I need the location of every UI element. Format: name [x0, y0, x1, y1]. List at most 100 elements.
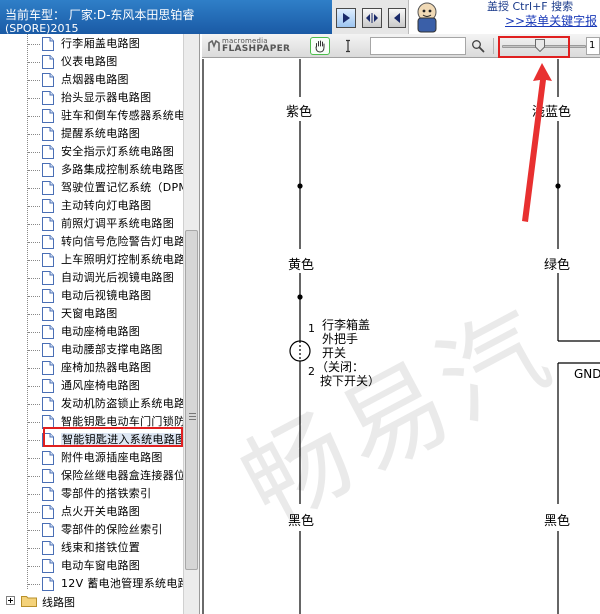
find-text-input[interactable] [370, 37, 466, 55]
tree-item[interactable]: 电动车窗电路图 [0, 557, 183, 575]
tree-branch-line [28, 260, 40, 261]
tree-item[interactable]: 自动调光后视镜电路图 [0, 269, 183, 287]
tree-item[interactable]: 通风座椅电路图 [0, 377, 183, 395]
tree-branch-line [28, 368, 40, 369]
tree-scrollbar[interactable] [183, 34, 199, 614]
folder-icon [21, 596, 37, 607]
document-icon [42, 379, 54, 393]
tree-branch-line [28, 224, 40, 225]
tree-item[interactable]: 智能钥匙进入系统电路图 [0, 431, 188, 449]
tree-branch-line [28, 314, 40, 315]
banner-menu-link[interactable]: >>菜单关键字报 [505, 14, 598, 28]
document-icon [42, 415, 54, 429]
zoom-value-box[interactable]: 1 [586, 37, 600, 55]
tree-item[interactable]: 电动后视镜电路图 [0, 287, 183, 305]
tree-item-label: 多路集成控制系统电路图 [61, 163, 186, 176]
tree-item[interactable]: 发动机防盗锁止系统电路 [0, 395, 186, 413]
tree-item[interactable]: 上车照明灯控制系统电路 [0, 251, 186, 269]
diagram-viewport[interactable]: 畅易汽 紫色 黄色 黑色 浅蓝色 绿色 黑色 1 2 行李箱盖 外把手 开关 （… [202, 59, 600, 614]
annotation-arrow [522, 63, 552, 222]
scroll-grip-icon [189, 413, 196, 421]
flashpaper-logo: macromedia FLASHPAPER [208, 37, 300, 56]
tree-item-label: 发动机防盗锁止系统电路 [61, 397, 186, 410]
pin-number-1: 1 [308, 322, 315, 335]
fit-width-button[interactable] [362, 8, 382, 28]
tree-item-label: 附件电源插座电路图 [61, 451, 163, 464]
tree-item-label: 提醒系统电路图 [61, 127, 141, 140]
tree-item[interactable]: 仪表电路图 [0, 53, 183, 71]
tree-item[interactable]: 点烟器电路图 [0, 71, 183, 89]
tree-item[interactable]: 抬头显示器电路图 [0, 89, 183, 107]
document-icon [42, 343, 54, 357]
tree-item[interactable]: 零部件的保险丝索引 [0, 521, 183, 539]
document-icon [42, 289, 54, 303]
tree-item[interactable]: 零部件的搭铁索引 [0, 485, 183, 503]
tree-item[interactable]: 电动腰部支撑电路图 [0, 341, 183, 359]
zoom-slider-handle[interactable] [535, 39, 545, 52]
tree-item[interactable]: 线束和搭铁位置 [0, 539, 183, 557]
document-icon [42, 163, 54, 177]
tree-item-label: 点火开关电路图 [61, 505, 141, 518]
tree-item[interactable]: 多路集成控制系统电路图 [0, 161, 186, 179]
macromedia-logo-icon [208, 40, 220, 51]
hand-tool-button[interactable] [310, 37, 330, 55]
header-title-bar [0, 0, 332, 34]
document-icon [42, 55, 54, 69]
tree-item[interactable]: 安全指示灯系统电路图 [0, 143, 183, 161]
expand-plus-icon[interactable] [6, 596, 15, 605]
tree-item[interactable]: 驻车和倒车传感器系统电 [0, 107, 185, 125]
tree-item-label: 座椅加热器电路图 [61, 361, 152, 374]
collapse-button[interactable] [388, 8, 406, 28]
tree-item-label: 保险丝继电器盒连接器位 [61, 469, 186, 482]
tree-branch-line [28, 188, 40, 189]
tree-item-label: 上车照明灯控制系统电路 [61, 253, 186, 266]
find-button[interactable] [468, 37, 488, 55]
tree-item[interactable]: 提醒系统电路图 [0, 125, 183, 143]
switch-label-line4: （关闭： [316, 360, 365, 374]
tree-branch-line [28, 458, 40, 459]
tree-item[interactable]: 行李厢盖电路图 [0, 35, 183, 53]
tree-branch-line [28, 512, 40, 513]
wire-label-black-left: 黑色 [288, 514, 315, 529]
switch-label-line1: 行李箱盖 [322, 318, 371, 332]
tree-item[interactable]: 点火开关电路图 [0, 503, 183, 521]
tree-item[interactable]: 座椅加热器电路图 [0, 359, 183, 377]
tree-branch-line [28, 134, 40, 135]
tree-item[interactable]: 转向信号危险警告灯电路 [0, 233, 185, 251]
document-icon [42, 271, 54, 285]
text-select-button[interactable] [338, 37, 358, 55]
tree-item[interactable]: 主动转向灯电路图 [0, 197, 183, 215]
tree-folder-wiring[interactable]: 线路图 [0, 592, 183, 610]
play-button[interactable] [336, 8, 356, 28]
document-icon [42, 325, 54, 339]
tree-item-label: 电动腰部支撑电路图 [61, 343, 163, 356]
tree-item[interactable]: 智能钥匙电动车门门锁防 [0, 413, 185, 431]
wire-label-yellow: 黄色 [288, 258, 315, 273]
wire-label-purple: 紫色 [286, 105, 313, 120]
wire-label-black-right: 黑色 [544, 514, 571, 529]
tree-branch-line [28, 278, 40, 279]
circuit-tree-panel: 行李厢盖电路图仪表电路图点烟器电路图抬头显示器电路图驻车和倒车传感器系统电提醒系… [0, 34, 200, 614]
tree-item-label: 前照灯调平系统电路图 [61, 217, 174, 230]
tree-item[interactable]: 驾驶位置记忆系统（DPM [0, 179, 188, 197]
tree-item-label: 自动调光后视镜电路图 [61, 271, 174, 284]
wire-label-green: 绿色 [544, 258, 571, 273]
tree-item-label: 电动座椅电路图 [61, 325, 141, 338]
tree-branch-line [28, 404, 40, 405]
tree-item-label: 抬头显示器电路图 [61, 91, 152, 104]
document-icon [42, 559, 54, 573]
zoom-slider[interactable] [502, 38, 586, 54]
switch-label-line5: 按下开关） [320, 374, 381, 388]
tree-item[interactable]: 12V 蓄电池管理系统电路 [0, 575, 189, 593]
tree-item-label: 主动转向灯电路图 [61, 199, 152, 212]
tree-scrollbar-thumb[interactable] [185, 230, 198, 570]
tree-item[interactable]: 附件电源插座电路图 [0, 449, 183, 467]
tree-item[interactable]: 天窗电路图 [0, 305, 183, 323]
tree-item[interactable]: 电动座椅电路图 [0, 323, 183, 341]
tree-item[interactable]: 保险丝继电器盒连接器位 [0, 467, 186, 485]
tree-item[interactable]: 前照灯调平系统电路图 [0, 215, 183, 233]
tree-item-label: 天窗电路图 [61, 307, 118, 320]
tree-branch-line [28, 494, 40, 495]
tree-branch-line [28, 548, 40, 549]
document-icon [42, 199, 54, 213]
